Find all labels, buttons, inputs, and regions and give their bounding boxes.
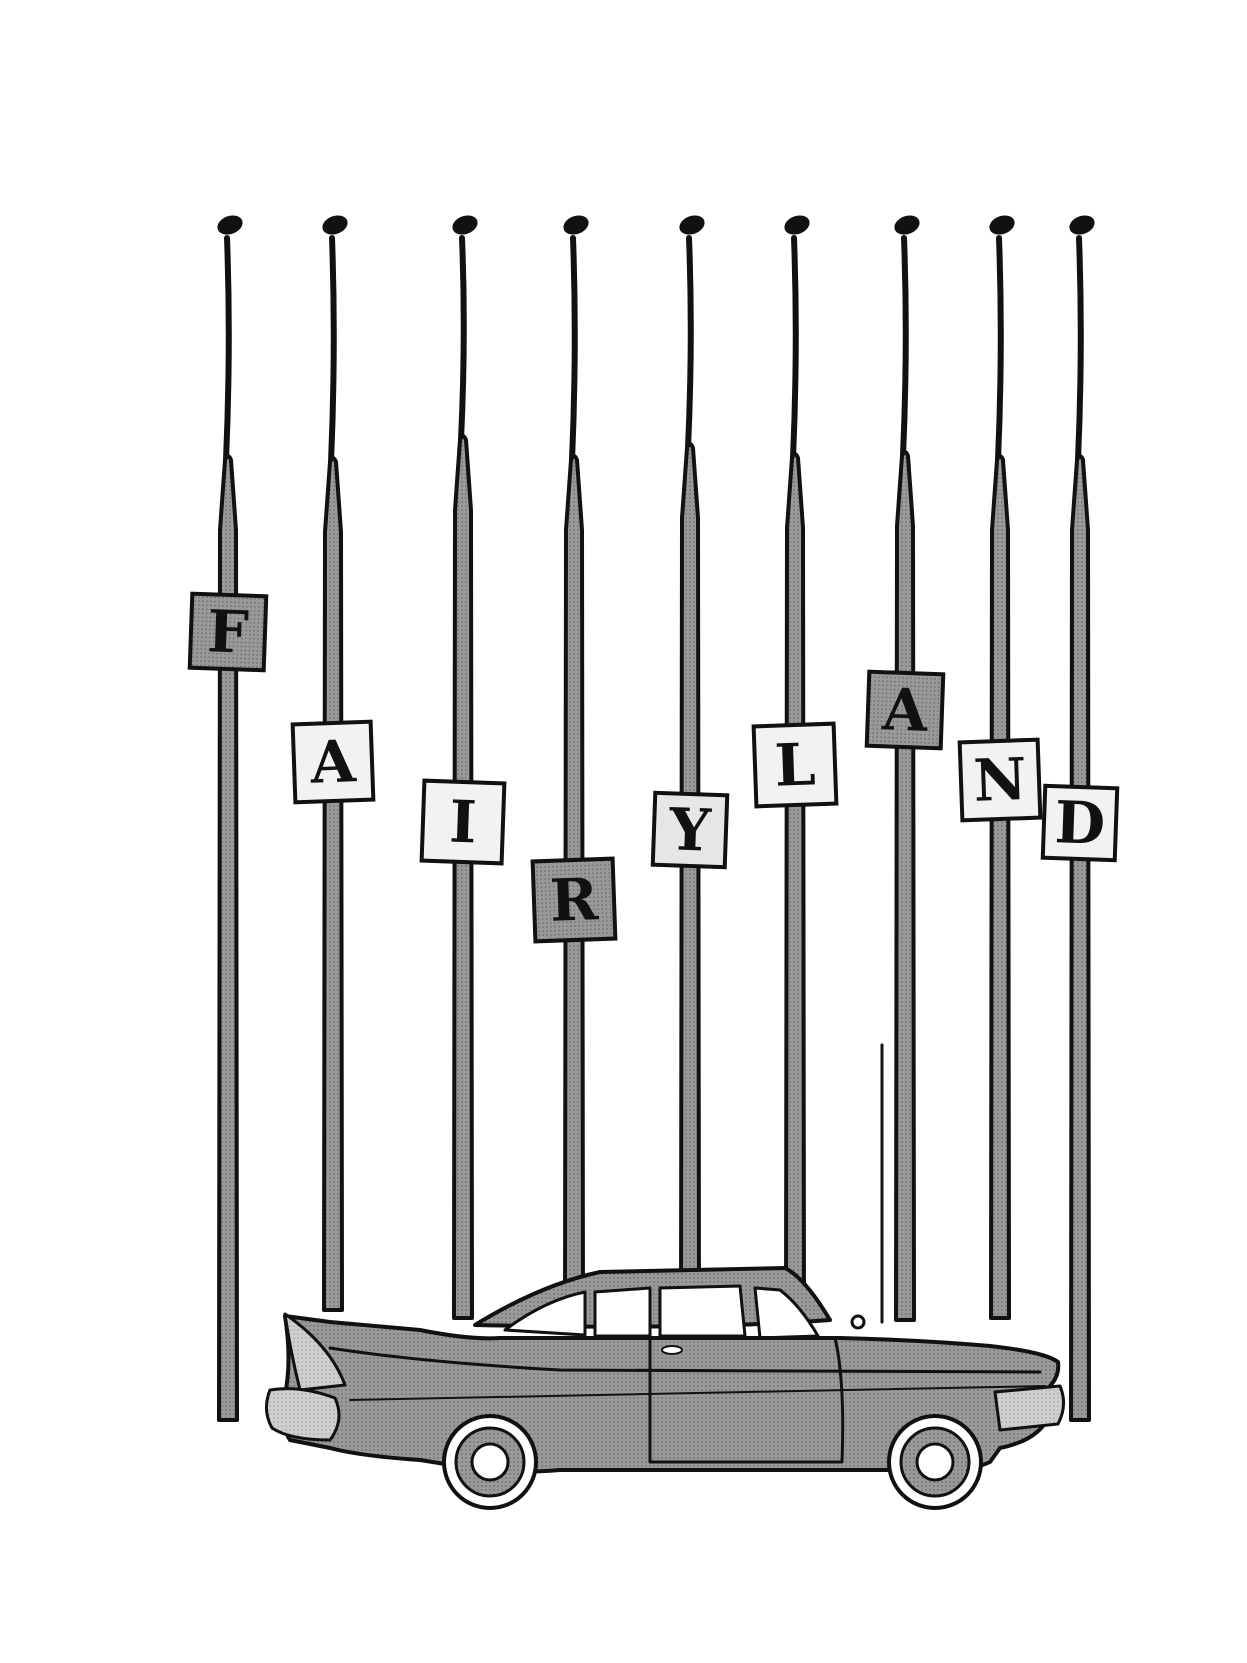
pole-antenna [223,235,232,463]
car-lower-trim [349,1385,1046,1401]
letter-tile-frame [1040,783,1120,863]
pole-knob [784,215,810,235]
pole-knob [1069,215,1095,235]
sign-letter: A [308,727,357,797]
pole-antenna [458,235,467,443]
letter-tile: D [1040,783,1120,863]
sign-pole [784,452,806,1327]
sign-letter: R [549,865,600,935]
sign-letter: N [972,745,1027,815]
sign-pole [1069,454,1091,1422]
car-rear-window [503,1290,587,1337]
pole-antenna [328,235,337,465]
sign-pole [679,442,701,1329]
car-tail-fin [283,1312,347,1392]
letter-tile-frame [650,790,730,870]
pole-antenna [995,235,1004,463]
pole-antenna [685,235,694,451]
car-door-window [658,1284,747,1338]
letter-tile-frame [864,669,946,751]
sign-pole [322,456,344,1312]
letter-tile-frame [290,719,376,805]
sign-letter: D [1054,788,1107,858]
car-front-wheel [887,1414,983,1510]
car-rear-bumper [265,1387,341,1442]
letter-tile: I [419,778,507,866]
pole-knob [452,215,478,235]
letter-tile: R [530,856,618,944]
pole-antenna [569,235,578,463]
sign-pole [452,434,474,1320]
pole-antenna [1075,235,1084,463]
pole-knob [563,215,589,235]
pole-knob [322,215,348,235]
sign-pole [217,454,239,1422]
car-side-window [593,1286,652,1338]
letter-tile: A [290,719,376,805]
pole-knob [217,215,243,235]
letter-tile: N [957,737,1043,823]
classic-car [265,1043,1065,1510]
sign-letter: Y [667,795,712,864]
sign-letter: F [206,597,250,666]
letter-tile-frame [419,778,507,866]
letter-tile-frame [957,737,1043,823]
sign-letter: A [880,675,929,745]
letter-tile-frame [530,856,618,944]
sign-letter: L [773,730,816,799]
pole-knob [989,215,1015,235]
car-front-bumper [993,1384,1065,1432]
sign-pole [989,454,1011,1320]
car-mirror [850,1314,866,1330]
letter-tile-frame [187,591,269,673]
car-side-trim [328,1346,1042,1374]
letter-tile: Y [650,790,730,870]
sign-pole [894,450,916,1322]
car-windshield [753,1286,820,1340]
car-door-handle [661,1345,683,1355]
car-rear-wheel [442,1414,538,1510]
pole-antenna [900,235,909,459]
letter-tile: L [751,721,839,809]
letter-tile-frame [751,721,839,809]
pole-antenna [790,235,799,461]
pole-knob [679,215,705,235]
sign-letter: I [448,788,477,857]
pole-knob [894,215,920,235]
letter-tile: A [864,669,946,751]
letter-tile: F [187,591,269,673]
car-door [648,1336,845,1464]
